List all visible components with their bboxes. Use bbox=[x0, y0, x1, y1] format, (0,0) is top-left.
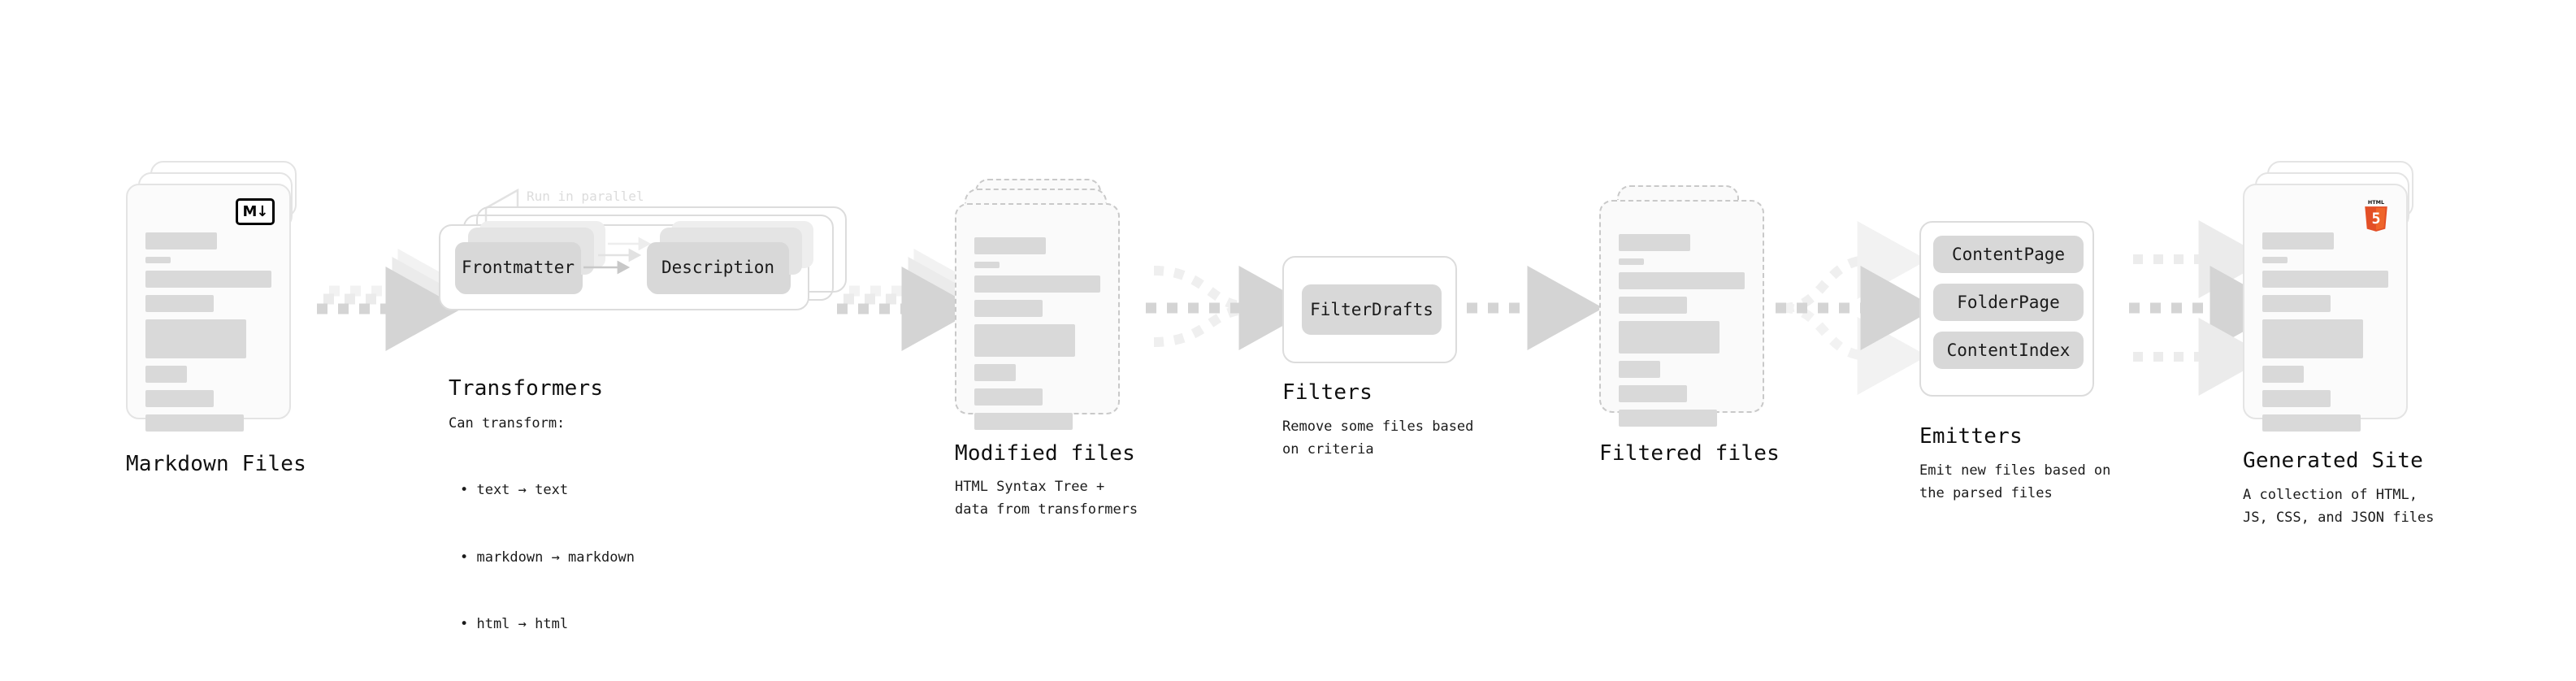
label-transformers: Transformers bbox=[449, 376, 604, 401]
pill-frontmatter[interactable]: Frontmatter bbox=[455, 242, 581, 293]
caption-transformers: Can transform: bbox=[449, 415, 566, 432]
arrow-markdown-to-transformers bbox=[317, 249, 474, 351]
site-doc-stack: CSS HTML 5 bbox=[2243, 161, 2418, 432]
bullet-markdown-to-markdown: • markdown → markdown bbox=[460, 549, 635, 566]
label-generated-site: Generated Site bbox=[2243, 449, 2423, 473]
skeleton-lines bbox=[2262, 232, 2388, 432]
stage-generated-site: CSS HTML 5 bbox=[2243, 161, 2418, 432]
stage-filtered-files bbox=[1599, 185, 1774, 429]
arrow-emitters-to-site bbox=[2129, 220, 2286, 396]
bullet-text-to-text: • text → text bbox=[460, 482, 569, 499]
svg-text:5: 5 bbox=[2371, 210, 2380, 228]
filtered-doc-stack bbox=[1599, 185, 1774, 429]
modified-doc-front bbox=[955, 203, 1120, 430]
transformer-inner-arrows bbox=[583, 236, 652, 275]
pill-contentindex[interactable]: ContentIndex bbox=[1933, 332, 2084, 369]
pill-filterdrafts[interactable]: FilterDrafts bbox=[1302, 284, 1442, 335]
modified-doc-stack bbox=[955, 179, 1130, 430]
skeleton-lines bbox=[145, 232, 271, 432]
stage-emitters: ContentPage FolderPage ContentIndex bbox=[1919, 221, 2094, 397]
caption-modified-files: HTML Syntax Tree + data from transformer… bbox=[955, 479, 1138, 518]
stage-transformers: Frontmatter Description Frontmatter Desc… bbox=[439, 206, 861, 310]
markdown-doc-stack: M↓ M↓ M↓ bbox=[126, 161, 301, 432]
pill-folderpage[interactable]: FolderPage bbox=[1933, 284, 2084, 321]
pill-description[interactable]: Description bbox=[647, 242, 789, 293]
stage-markdown-files: M↓ M↓ M↓ bbox=[126, 161, 301, 432]
bullet-html-to-html: • html → html bbox=[460, 616, 569, 633]
emitters-card: ContentPage FolderPage ContentIndex bbox=[1919, 221, 2094, 397]
arrow-filtered-to-emitters bbox=[1776, 221, 1936, 395]
markdown-doc-front: M↓ bbox=[126, 184, 291, 432]
filtered-doc-front bbox=[1599, 200, 1764, 427]
label-filters: Filters bbox=[1282, 380, 1373, 405]
svg-text:HTML: HTML bbox=[2368, 199, 2384, 206]
markdown-icon: M↓ bbox=[236, 198, 275, 225]
caption-filters: Remove some files based on criteria bbox=[1282, 419, 1474, 458]
label-markdown-files: Markdown Files bbox=[126, 452, 306, 476]
site-doc-front: HTML 5 bbox=[2243, 184, 2408, 432]
caption-emitters: Emit new files based on the parsed files bbox=[1919, 462, 2111, 501]
bullets-transformers: • text → text • markdown → markdown • ht… bbox=[460, 435, 635, 681]
html5-icon: HTML 5 bbox=[2361, 198, 2392, 234]
stage-modified-files bbox=[955, 179, 1130, 430]
filters-card: FilterDrafts bbox=[1282, 256, 1457, 363]
arrow-modified-to-filters bbox=[1146, 266, 1315, 350]
caption-generated-site: A collection of HTML, JS, CSS, and JSON … bbox=[2243, 487, 2435, 526]
label-run-in-parallel: Run in parallel bbox=[527, 189, 644, 204]
skeleton-lines bbox=[974, 237, 1100, 430]
stage-filters: FilterDrafts bbox=[1282, 256, 1457, 363]
skeleton-lines bbox=[1619, 234, 1745, 427]
label-modified-files: Modified files bbox=[955, 441, 1135, 466]
label-emitters: Emitters bbox=[1919, 424, 2023, 449]
label-filtered-files: Filtered files bbox=[1599, 441, 1780, 466]
pill-contentpage[interactable]: ContentPage bbox=[1933, 236, 2084, 273]
